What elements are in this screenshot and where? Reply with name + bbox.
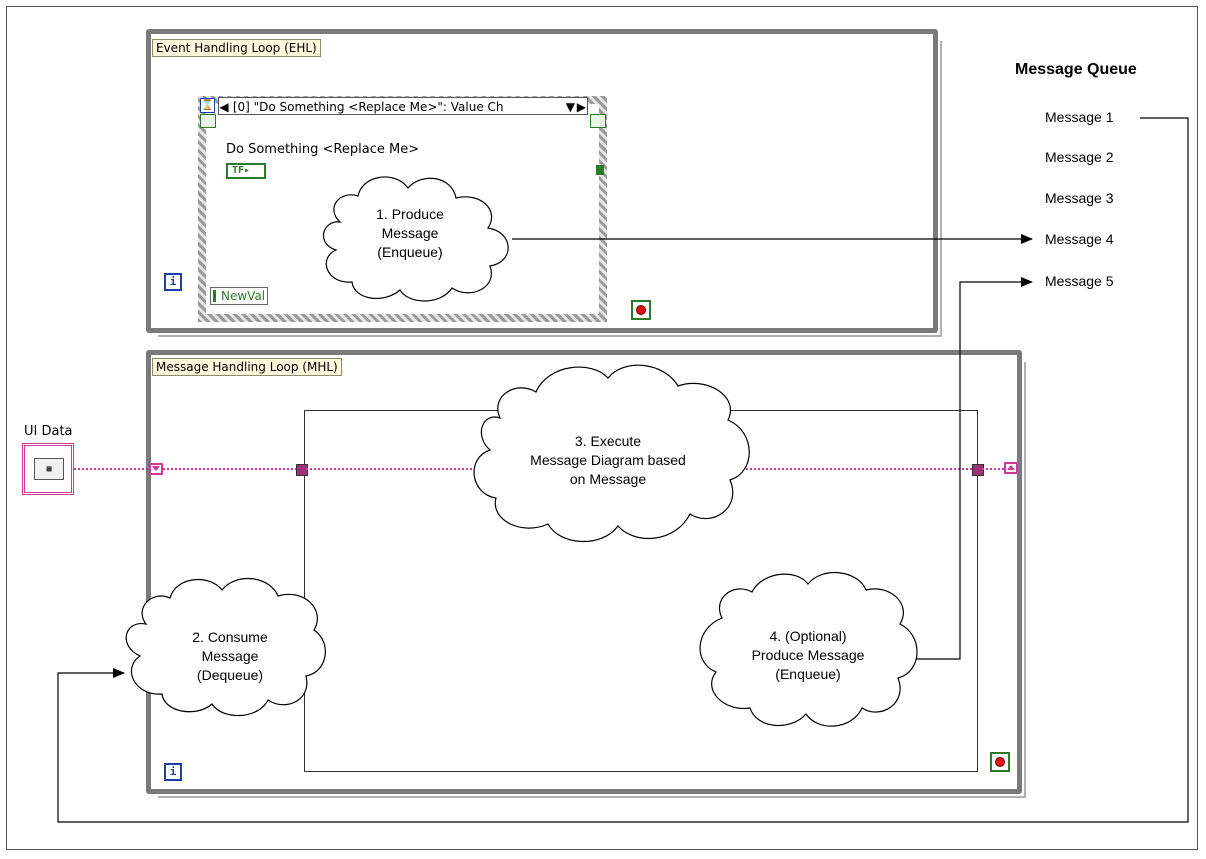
queue-message-4: Message 4 xyxy=(1045,231,1114,247)
ui-data-label: UI Data xyxy=(24,424,73,439)
cloud-consume-text: 2. Consume Message (Dequeue) xyxy=(192,629,268,683)
boolean-tunnel-icon xyxy=(596,165,604,175)
mhl-stop-terminal[interactable] xyxy=(990,752,1010,772)
message-queue-title: Message Queue xyxy=(1015,61,1137,78)
event-selector-text: [0] "Do Something <Replace Me>": Value C… xyxy=(232,100,504,114)
ehl-iteration-terminal: i xyxy=(164,273,182,291)
do-something-label: Do Something <Replace Me> xyxy=(226,142,420,157)
cloud-execute-text: 3. Execute Message Diagram based on Mess… xyxy=(530,433,686,487)
timeout-icon: ⌛ xyxy=(200,98,215,113)
selector-left-arrow[interactable]: ◀ xyxy=(219,100,229,114)
event-data-node-left-icon xyxy=(200,114,216,128)
event-selector[interactable]: ◀ [0] "Do Something <Replace Me>": Value… xyxy=(218,97,588,115)
newval-bar xyxy=(213,290,216,302)
mhl-label: Message Handling Loop (MHL) xyxy=(152,358,342,376)
mhl-iteration-terminal: i xyxy=(164,763,182,781)
ehl-stop-terminal[interactable] xyxy=(631,300,651,320)
ui-data-constant-icon[interactable]: ▦ xyxy=(22,443,74,495)
queue-message-1: Message 1 xyxy=(1045,109,1114,125)
optional-produce-to-message5-arrow xyxy=(916,277,1033,660)
message1-to-consume-arrow xyxy=(57,117,1189,823)
cloud-optional-produce xyxy=(699,571,918,727)
diagram-frame xyxy=(6,6,1198,850)
newval-label: NewVal xyxy=(221,289,266,303)
cluster-glyph-icon: ▦ xyxy=(34,458,64,480)
selector-dropdown-icon[interactable]: ▼ xyxy=(565,100,575,114)
cloud-consume xyxy=(125,577,326,717)
queue-message-5: Message 5 xyxy=(1045,273,1114,289)
shift-register-left xyxy=(149,463,163,475)
boolean-control-terminal[interactable]: TF▸ xyxy=(226,163,266,179)
connector-lines xyxy=(57,117,1189,823)
ehl-label: Event Handling Loop (EHL) xyxy=(152,39,321,57)
event-data-node-right-icon xyxy=(590,114,606,128)
cloud-produce xyxy=(323,176,509,302)
shift-register-right xyxy=(1004,462,1018,474)
queue-message-3: Message 3 xyxy=(1045,190,1114,206)
tf-terminal-text: TF xyxy=(232,165,245,176)
cloud-produce-text: 1. Produce Message (Enqueue) xyxy=(376,206,444,260)
cloud-execute xyxy=(473,364,750,543)
selector-right-arrow[interactable]: ▶ xyxy=(576,100,586,114)
cloud-optional-produce-text: 4. (Optional) Produce Message (Enqueue) xyxy=(751,628,865,682)
newval-node: NewVal xyxy=(210,287,268,305)
queue-message-2: Message 2 xyxy=(1045,149,1114,165)
